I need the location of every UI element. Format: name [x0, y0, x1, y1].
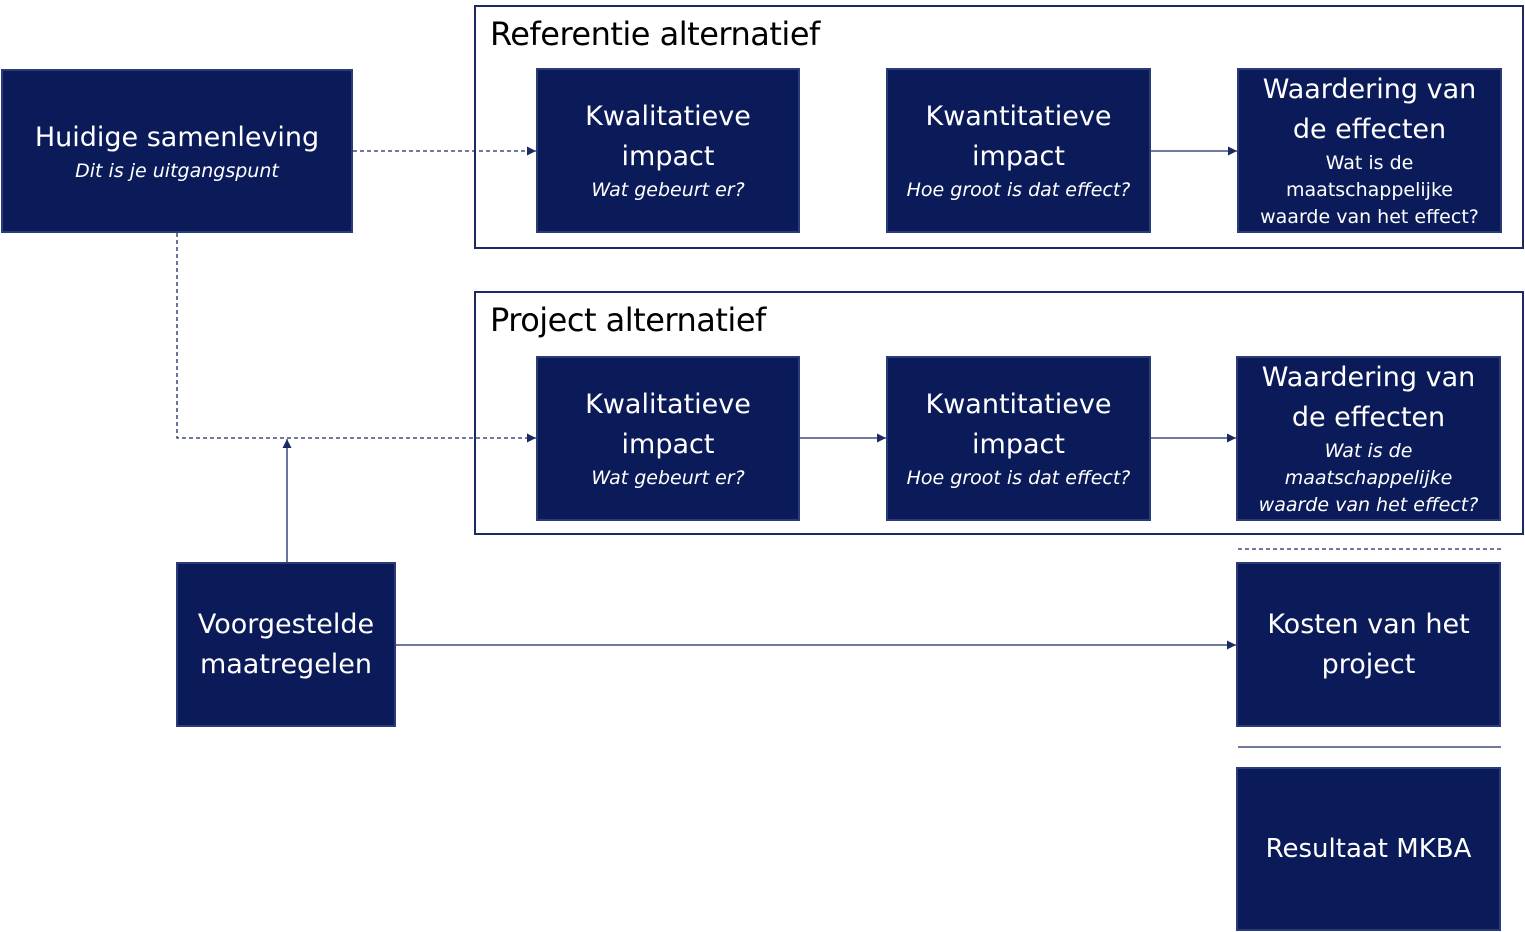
node-proj-qualitative: Kwalitatieve impact Wat gebeurt er? — [536, 356, 800, 521]
node-ref-qualitative-subtitle: Wat gebeurt er? — [591, 179, 745, 201]
reference-alternative-title: Referentie alternatief — [490, 15, 820, 53]
node-result: Resultaat MKBA — [1236, 767, 1501, 931]
node-proj-qualitative-title: Kwalitatieve impact — [585, 389, 751, 460]
node-measures-title: Voorgestelde maatregelen — [197, 608, 375, 680]
node-proj-quantitative: Kwantitatieve impact Hoe groot is dat ef… — [886, 356, 1151, 521]
node-measures: Voorgestelde maatregelen — [176, 562, 396, 727]
node-ref-valuation-subtitle: Wat is de maatschappelijke waarde van he… — [1260, 152, 1479, 228]
node-ref-qualitative-title: Kwalitatieve impact — [585, 101, 751, 172]
node-project-costs-title: Kosten van het project — [1267, 608, 1470, 680]
node-ref-quantitative-title: Kwantitatieve impact — [925, 101, 1112, 172]
arrow-current-to-proj-qualitative — [176, 233, 536, 443]
node-current-society-title: Huidige samenleving — [34, 121, 320, 153]
node-project-costs: Kosten van het project — [1236, 562, 1501, 727]
node-proj-quantitative-title: Kwantitatieve impact — [925, 389, 1112, 460]
node-proj-valuation: Waardering van de effecten Wat is de maa… — [1236, 356, 1501, 521]
node-result-title: Resultaat MKBA — [1265, 834, 1472, 864]
node-current-society: Huidige samenleving Dit is je uitgangspu… — [1, 69, 353, 233]
node-ref-valuation-title: Waardering van de effecten — [1262, 74, 1477, 145]
node-ref-valuation: Waardering van de effecten Wat is de maa… — [1237, 68, 1502, 233]
node-proj-qualitative-subtitle: Wat gebeurt er? — [591, 467, 745, 489]
node-proj-valuation-title: Waardering van de effecten — [1261, 362, 1476, 433]
node-current-society-subtitle: Dit is je uitgangspunt — [75, 159, 279, 182]
node-ref-qualitative: Kwalitatieve impact Wat gebeurt er? — [536, 68, 800, 233]
node-proj-valuation-subtitle: Wat is de maatschappelijke waarde van he… — [1258, 440, 1479, 516]
project-alternative-title: Project alternatief — [490, 301, 766, 339]
node-ref-quantitative-subtitle: Hoe groot is dat effect? — [906, 179, 1131, 201]
node-ref-quantitative: Kwantitatieve impact Hoe groot is dat ef… — [886, 68, 1151, 233]
node-proj-quantitative-subtitle: Hoe groot is dat effect? — [906, 467, 1131, 489]
